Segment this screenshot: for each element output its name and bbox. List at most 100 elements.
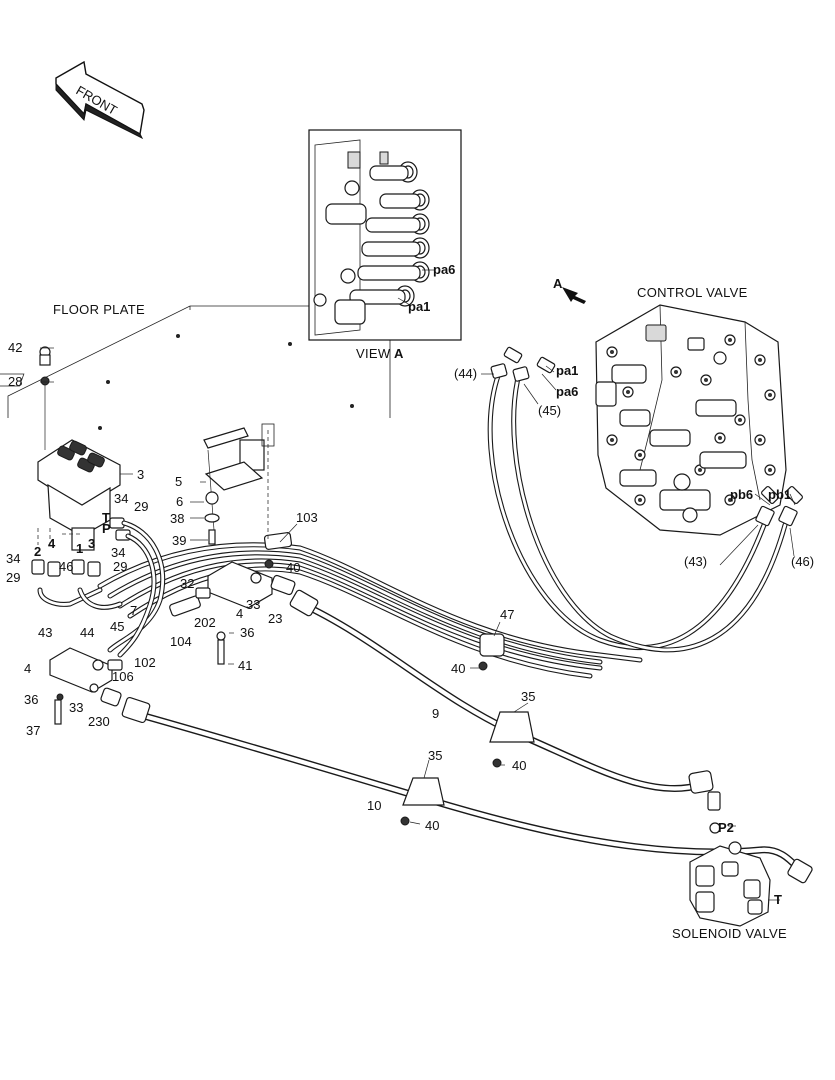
port-pa1: pa1 — [556, 363, 578, 378]
callout-33-b: 33 — [246, 597, 260, 612]
callout-40-d: 40 — [425, 818, 439, 833]
valve-bolt-center — [728, 338, 732, 342]
callout-202: 202 — [194, 615, 216, 630]
callout-3: 3 — [137, 467, 144, 482]
callout-46: 46 — [59, 559, 73, 574]
floor-plate-title: FLOOR PLATE — [53, 302, 145, 317]
callout-28: 28 — [8, 374, 22, 389]
callout-47: 47 — [500, 607, 514, 622]
valve-bolt-center — [610, 438, 614, 442]
valve-bolt-center — [768, 393, 772, 397]
view-a-pa1-label: pa1 — [408, 299, 430, 314]
callout-102: 102 — [134, 655, 156, 670]
callout-45: 45 — [110, 619, 124, 634]
callout-43: 43 — [38, 625, 52, 640]
callout-103: 103 — [296, 510, 318, 525]
port-t-solenoid: T — [774, 892, 782, 907]
callout-106: 106 — [112, 669, 134, 684]
view-a-pa6-label: pa6 — [433, 262, 455, 277]
callout-hose-44: (44) — [454, 366, 477, 381]
port-pa6: pa6 — [556, 384, 578, 399]
valve-bolt-center — [674, 370, 678, 374]
valve-bolt-center — [626, 390, 630, 394]
callout-1: 1 — [76, 541, 83, 556]
pilot-valve — [37, 346, 121, 551]
hose-10 — [121, 696, 813, 884]
leader-lines — [40, 347, 796, 901]
callout-37: 37 — [26, 723, 40, 738]
callout-42: 42 — [8, 340, 22, 355]
callout-34-c: 34 — [111, 545, 125, 560]
view-a-title-prefix: VIEW — [356, 346, 391, 361]
callout-hose-43: (43) — [684, 554, 707, 569]
callout-4-center: 4 — [236, 606, 243, 621]
valve-bolt-center — [738, 418, 742, 422]
callout-hose-46: (46) — [791, 554, 814, 569]
pilot-hoses-to-control-valve — [487, 346, 803, 653]
callout-6: 6 — [176, 494, 183, 509]
callout-33-a: 33 — [69, 700, 83, 715]
control-valve-title: CONTROL VALVE — [637, 285, 748, 300]
valve-bolt-center — [638, 498, 642, 502]
callout-40-c: 40 — [512, 758, 526, 773]
callout-36-b: 36 — [240, 625, 254, 640]
port-labels: pa1 pa6 pb6 pb1 T P P2 T — [102, 363, 791, 907]
valve-bolt-center — [704, 378, 708, 382]
callout-3-pilot: 3 — [88, 536, 95, 551]
callout-9: 9 — [432, 706, 439, 721]
callout-hose-45: (45) — [538, 403, 561, 418]
callout-104: 104 — [170, 634, 192, 649]
control-valve: CONTROL VALVE — [595, 285, 787, 536]
valve-bolt-center — [610, 350, 614, 354]
port-pb6: pb6 — [730, 487, 753, 502]
callout-7: 7 — [130, 603, 137, 618]
callout-34-b: 34 — [6, 551, 20, 566]
valve-bolt-center — [698, 468, 702, 472]
floor-plate: FLOOR PLATE — [0, 302, 391, 430]
view-a-inset: pa6 pa1 VIEW A — [308, 129, 462, 361]
callout-44: 44 — [80, 625, 94, 640]
callout-230: 230 — [88, 714, 110, 729]
valve-bolt-center — [758, 358, 762, 362]
callout-38: 38 — [170, 511, 184, 526]
callout-23: 23 — [268, 611, 282, 626]
callout-29-a: 29 — [134, 499, 148, 514]
pilot-fittings — [31, 517, 166, 658]
view-arrow-letter: A — [553, 276, 563, 291]
valve-bolt-center — [758, 438, 762, 442]
port-p2: P2 — [718, 820, 734, 835]
callout-10: 10 — [367, 798, 381, 813]
callout-40-a: 40 — [286, 560, 300, 575]
valve-bolt-center — [718, 436, 722, 440]
callout-5: 5 — [175, 474, 182, 489]
view-a-title-letter: A — [394, 346, 404, 361]
callout-4-left: 4 — [24, 661, 31, 676]
callout-34-a: 34 — [114, 491, 128, 506]
block-4-center — [169, 423, 296, 665]
solenoid-valve-title: SOLENOID VALVE — [672, 926, 787, 941]
bracket-5 — [203, 427, 264, 545]
valve-bolt-center — [728, 498, 732, 502]
callout-29-c: 29 — [113, 559, 127, 574]
solenoid-valve: SOLENOID VALVE — [672, 822, 787, 941]
port-p-pilot: P — [102, 521, 111, 536]
clamps — [264, 559, 535, 826]
view-arrow-a: A — [553, 276, 586, 304]
callout-35-a: 35 — [521, 689, 535, 704]
valve-bolt-center — [638, 453, 642, 457]
callout-numbers: 42 28 3 34 29 34 2 4 1 3 34 29 46 29 43 … — [6, 340, 814, 833]
view-a-valve-detail — [313, 139, 434, 336]
callout-4-pilot: 4 — [48, 536, 56, 551]
callout-35-b: 35 — [428, 748, 442, 763]
callout-41: 41 — [238, 658, 252, 673]
valve-bolt-center — [768, 468, 772, 472]
front-arrow: FRONT — [55, 60, 145, 140]
callout-39: 39 — [172, 533, 186, 548]
port-pb1: pb1 — [768, 487, 791, 502]
block-4-left — [49, 647, 123, 725]
callout-32: 32 — [180, 576, 194, 591]
callout-36-a: 36 — [24, 692, 38, 707]
port-t-pilot: T — [102, 510, 110, 525]
hose-bundle-103 — [97, 532, 643, 679]
